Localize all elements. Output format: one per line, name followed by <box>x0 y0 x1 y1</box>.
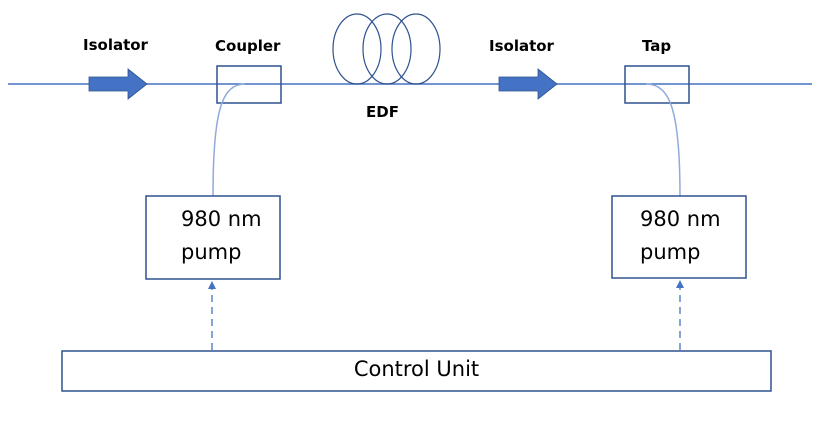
pump-right-line1: 980 nm <box>640 207 721 231</box>
control-unit-box <box>61 350 772 392</box>
edf-label: EDF <box>366 103 399 121</box>
control-right-arrowhead-icon <box>676 280 684 288</box>
tap-label: Tap <box>642 37 672 55</box>
pump-left-box <box>145 195 281 280</box>
isolator-out-label: Isolator <box>489 37 554 55</box>
isolator-in-arrow-icon <box>88 68 148 100</box>
edf-coil-icon <box>332 13 441 85</box>
pump-right-box <box>611 195 747 279</box>
pump-left-label: 980 nm pump <box>181 203 262 269</box>
coupler-box <box>216 65 282 104</box>
isolator-in-label: Isolator <box>83 36 148 54</box>
coupler-label: Coupler <box>215 37 281 55</box>
pump-left-line2: pump <box>181 240 242 264</box>
tap-branch-fiber <box>645 83 681 197</box>
pump-right-label: 980 nm pump <box>640 203 721 269</box>
control-unit-label: Control Unit <box>353 357 480 381</box>
pump-left-line1: 980 nm <box>181 207 262 231</box>
coupler-branch-fiber <box>212 83 246 197</box>
isolator-out-arrow-icon <box>498 68 558 100</box>
pump-right-line2: pump <box>640 240 701 264</box>
tap-box <box>624 65 690 104</box>
control-left-arrowhead-icon <box>208 281 216 289</box>
